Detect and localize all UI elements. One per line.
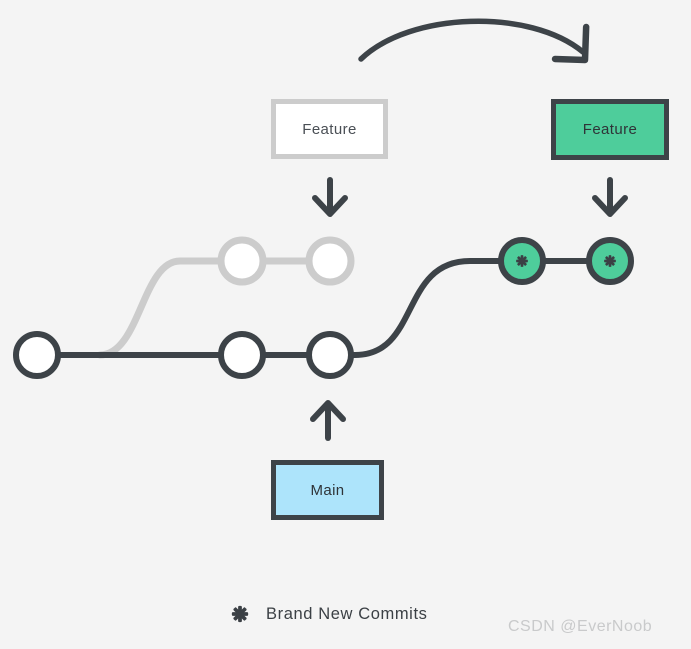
new-commit-asterisk-icon [604,255,616,267]
rebased-branch-curve [352,258,525,358]
main-label-box[interactable]: Main [271,460,384,520]
new-feature-commit-nodes [498,237,634,285]
old-feature-commit-node [217,236,267,286]
feature-old-down-arrow [312,177,348,217]
feature-new-down-arrow [592,177,628,217]
asterisk-flower-icon [231,605,249,623]
legend-label: Brand New Commits [266,604,428,623]
old-feature-branch-curve [96,257,246,359]
feature-old-label-box[interactable]: Feature [271,99,388,159]
old-feature-commit-node [305,236,355,286]
feature-new-label-box[interactable]: Feature [551,99,669,160]
main-commit-node [218,331,266,379]
feature-new-label: Feature [582,121,638,138]
watermark: CSDN @EverNoob [508,618,653,635]
main-up-arrow [310,400,346,441]
main-label: Main [310,481,345,499]
main-commit-nodes [13,331,354,379]
feature-old-label: Feature [302,120,357,138]
old-feature-branch-group [96,236,355,359]
main-commit-node [13,331,61,379]
main-commit-node [306,331,354,379]
legend: Brand New Commits [228,602,428,626]
rebase-arc-arrow [358,18,590,64]
new-commit-asterisk-icon [516,255,528,267]
